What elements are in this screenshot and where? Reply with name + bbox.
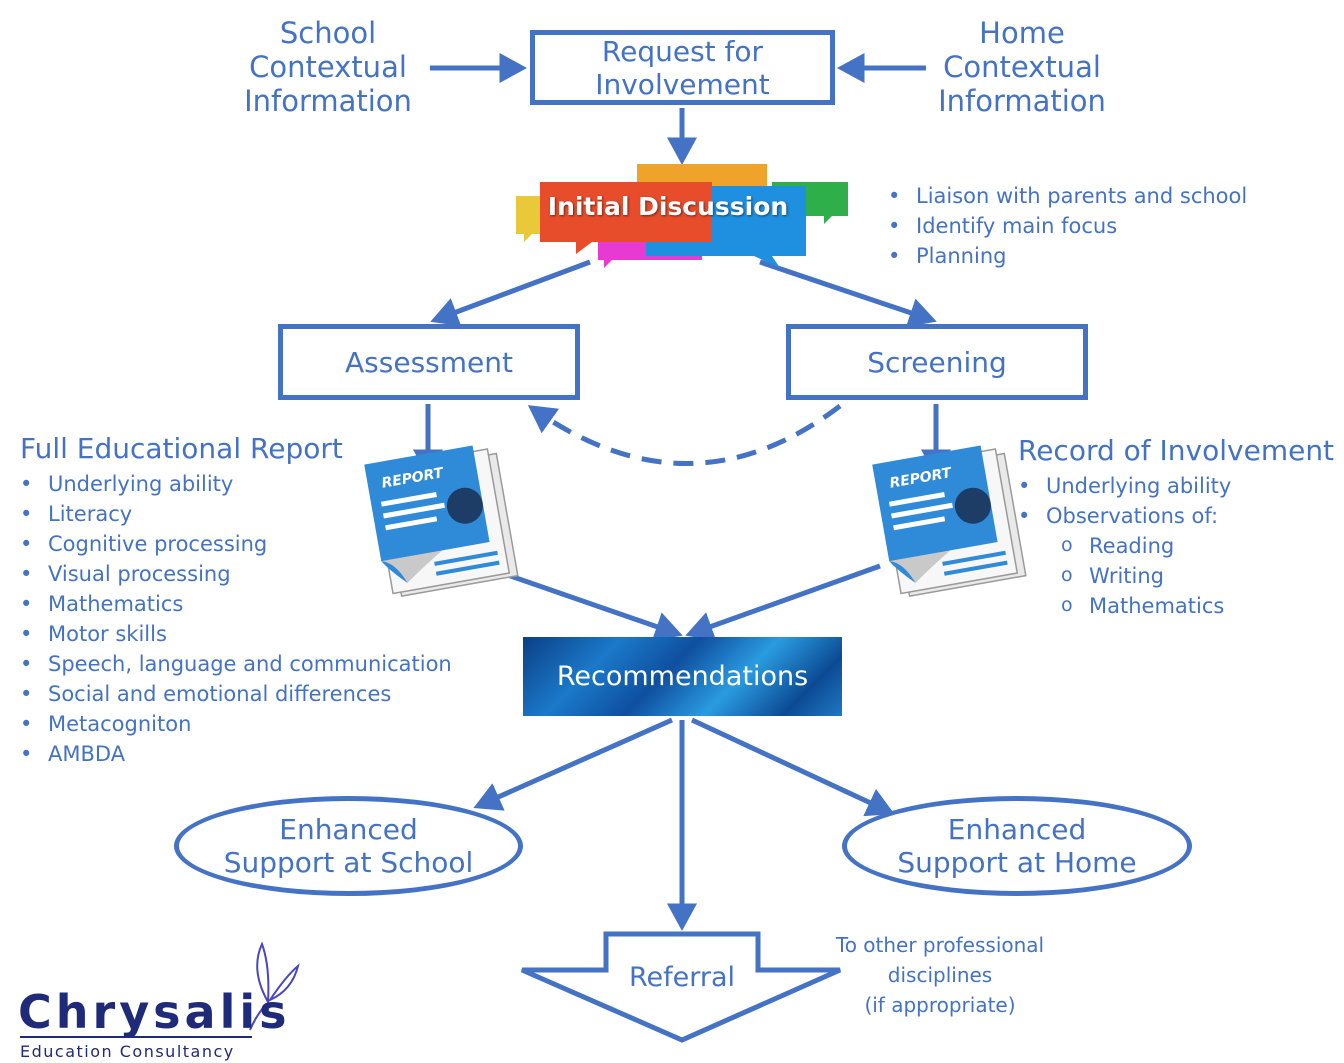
list-item: Social and emotional differences bbox=[20, 679, 452, 709]
school-context-line: Contextual bbox=[249, 50, 407, 84]
discussion-bullets: Liaison with parents and school Identify… bbox=[888, 181, 1247, 271]
arrow-discussion-to-assessment bbox=[430, 259, 591, 327]
record-heading: Record of Involvement bbox=[1018, 434, 1335, 467]
referral-note: To other professional disciplines (if ap… bbox=[820, 930, 1060, 1020]
logo-tagline: Education Consultancy bbox=[20, 1042, 235, 1061]
list-item: Mathematics bbox=[1061, 590, 1224, 621]
school-context-line: Information bbox=[244, 84, 412, 118]
dashed-arrow-screening-to-assessment bbox=[527, 404, 842, 466]
record-list: Underlying ability Observations of: bbox=[1018, 471, 1231, 531]
speech-bubbles-icon bbox=[516, 164, 848, 268]
record-sub-list: Reading Writing Mathematics bbox=[1061, 530, 1224, 621]
screening-box: Screening bbox=[786, 324, 1088, 400]
full-report-heading: Full Educational Report bbox=[20, 432, 343, 465]
support-school-line: Support at School bbox=[223, 846, 474, 879]
list-item: Identify main focus bbox=[888, 211, 1247, 241]
logo-divider bbox=[20, 1036, 252, 1038]
logo-name: Chrysalis bbox=[18, 985, 291, 1039]
butterfly-icon bbox=[249, 941, 300, 1031]
arrow-recommendations-to-home bbox=[690, 717, 895, 817]
support-school-oval: Enhanced Support at School bbox=[174, 796, 523, 896]
support-home-line: Enhanced bbox=[947, 813, 1087, 846]
list-item: Underlying ability bbox=[20, 469, 452, 499]
school-context-line: School bbox=[279, 16, 377, 50]
referral-label: Referral bbox=[628, 962, 736, 993]
assessment-box: Assessment bbox=[278, 324, 580, 400]
list-item: Planning bbox=[888, 241, 1247, 271]
referral-note-line: disciplines bbox=[887, 963, 993, 987]
recommendations-label: Recommendations bbox=[556, 661, 809, 692]
list-item: AMBDA bbox=[20, 739, 452, 769]
report-icon-right: REPORT bbox=[872, 445, 1027, 597]
list-item: Reading bbox=[1061, 530, 1224, 561]
arrow-recommendations-to-school bbox=[473, 717, 674, 811]
initial-discussion-label: Initial Discussion bbox=[547, 192, 789, 221]
support-home-oval: Enhanced Support at Home bbox=[842, 796, 1192, 896]
request-box: Request for Involvement bbox=[530, 30, 835, 105]
list-item: Visual processing bbox=[20, 559, 452, 589]
full-report-list: Underlying ability Literacy Cognitive pr… bbox=[20, 469, 452, 769]
support-home-line: Support at Home bbox=[897, 846, 1137, 879]
school-context-label: School Contextual Information bbox=[228, 16, 428, 118]
assessment-label: Assessment bbox=[345, 345, 513, 379]
list-item: Motor skills bbox=[20, 619, 452, 649]
request-box-line: Request for bbox=[601, 34, 764, 68]
list-item: Cognitive processing bbox=[20, 529, 452, 559]
list-item: Metacogniton bbox=[20, 709, 452, 739]
list-item: Speech, language and communication bbox=[20, 649, 452, 679]
home-context-label: Home Contextual Information bbox=[922, 16, 1122, 118]
list-item: Writing bbox=[1061, 560, 1224, 591]
arrow-report-right-to-recommendations bbox=[685, 563, 881, 641]
list-item: Liaison with parents and school bbox=[888, 181, 1247, 211]
home-context-line: Information bbox=[938, 84, 1106, 118]
arrow-discussion-to-screening bbox=[759, 259, 937, 328]
request-box-line: Involvement bbox=[595, 67, 770, 101]
referral-note-line: (if appropriate) bbox=[864, 993, 1016, 1017]
list-item: Mathematics bbox=[20, 589, 452, 619]
list-item: Literacy bbox=[20, 499, 452, 529]
screening-label: Screening bbox=[867, 345, 1007, 379]
list-item: Underlying ability bbox=[1018, 471, 1231, 501]
recommendations-box: Recommendations bbox=[523, 637, 842, 716]
home-context-line: Home bbox=[979, 16, 1065, 50]
referral-arrow-shape bbox=[520, 931, 842, 1043]
referral-note-line: To other professional bbox=[835, 933, 1045, 957]
support-school-line: Enhanced bbox=[279, 813, 418, 846]
list-item: Observations of: bbox=[1018, 501, 1231, 531]
home-context-line: Contextual bbox=[943, 50, 1101, 84]
